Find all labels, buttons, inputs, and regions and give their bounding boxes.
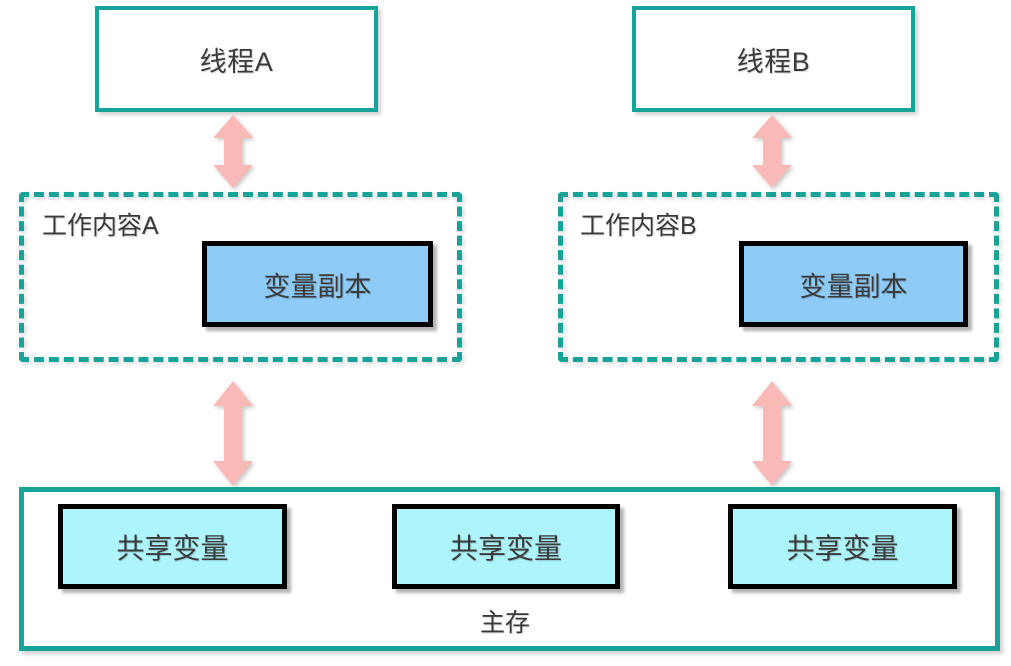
arrow-work-b-to-main-memory (752, 381, 792, 486)
variable-copy-b-label: 变量副本 (799, 271, 908, 302)
working-memory-a-box[interactable] (19, 192, 462, 362)
working-memory-b-label: 工作内容B (580, 212, 697, 240)
working-memory-a-label: 工作内容A (42, 212, 159, 240)
shared-variable-box-1[interactable]: 共享变量 (58, 504, 287, 589)
main-memory-label: 主存 (479, 609, 530, 637)
thread-a-box[interactable]: 线程A (95, 6, 378, 112)
variable-copy-a-box[interactable]: 变量副本 (202, 241, 433, 327)
arrow-thread-a-to-work-a (213, 115, 253, 188)
shared-variable-label-1: 共享变量 (116, 532, 229, 564)
shared-variable-label-2: 共享变量 (449, 532, 562, 564)
arrow-thread-b-to-work-b (752, 115, 792, 188)
arrow-work-a-to-main-memory (213, 381, 253, 486)
variable-copy-a-label: 变量副本 (263, 271, 372, 302)
shared-variable-box-2[interactable]: 共享变量 (392, 504, 620, 589)
shared-variable-box-3[interactable]: 共享变量 (728, 504, 957, 589)
thread-b-box[interactable]: 线程B (632, 6, 915, 112)
variable-copy-b-box[interactable]: 变量副本 (739, 241, 968, 327)
working-memory-b-box[interactable] (558, 192, 999, 362)
shared-variable-label-3: 共享变量 (786, 532, 899, 564)
thread-b-label: 线程B (736, 46, 811, 77)
thread-a-label: 线程A (199, 46, 274, 77)
